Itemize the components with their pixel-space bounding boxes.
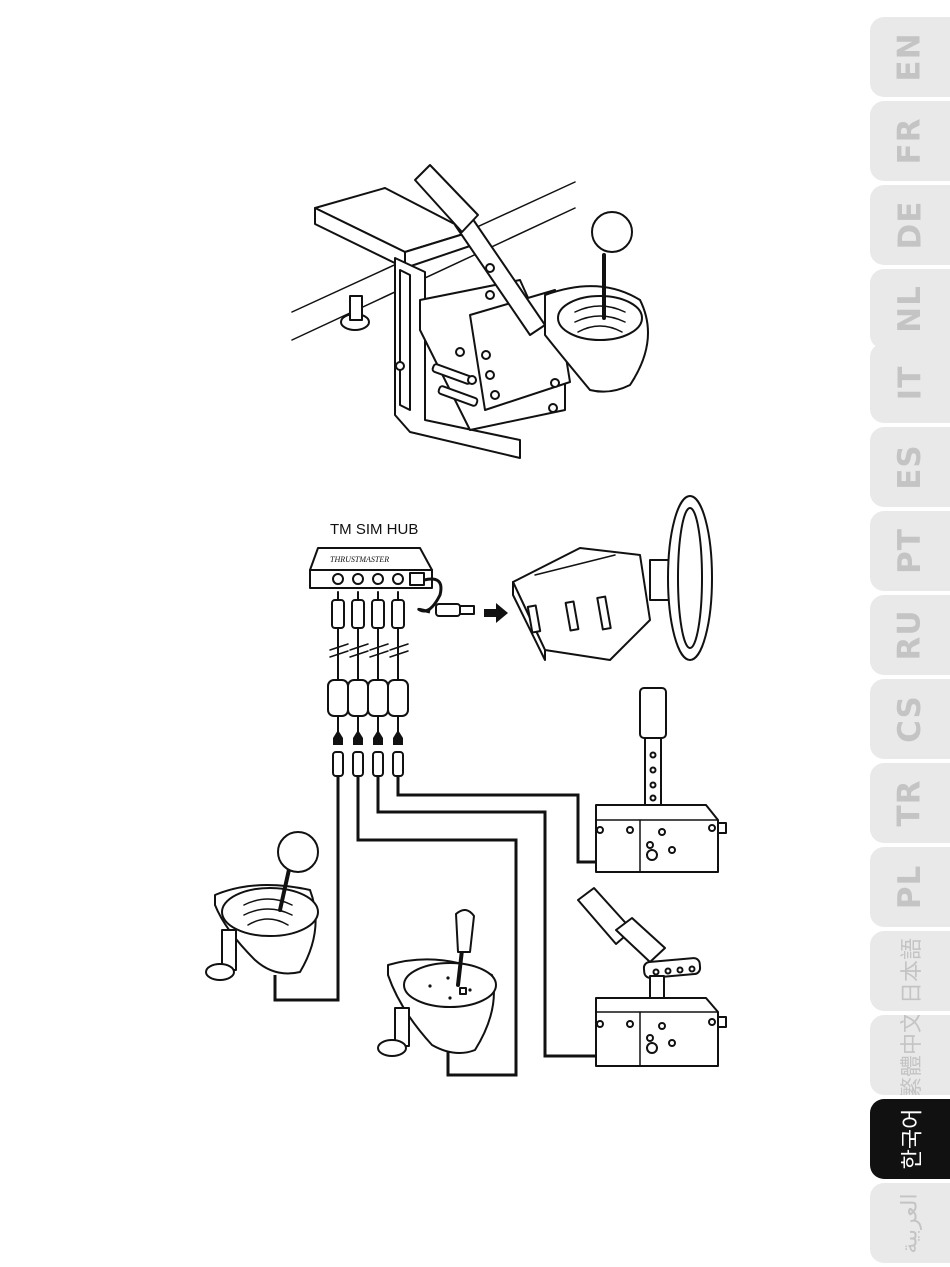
handbrake-upright-illustration (596, 688, 726, 872)
wheel-base-illustration (513, 496, 712, 660)
tab-label: 繁體中文 (894, 1015, 926, 1095)
tab-tr[interactable]: TR (870, 763, 950, 843)
connector-columns (328, 592, 408, 776)
tab-label: PL (892, 865, 928, 909)
tab-label: 日本語 (894, 938, 926, 1004)
clamp-mount-illustration (292, 165, 648, 458)
tab-label: DE (892, 201, 928, 250)
tab-label: NL (892, 285, 928, 333)
tab-fr[interactable]: FR (870, 101, 950, 181)
tab-label: FR (892, 117, 928, 164)
h-shifter-illustration (206, 832, 318, 980)
tab-label: PT (892, 528, 928, 574)
tab-ar[interactable]: العربية (870, 1183, 950, 1263)
sequential-shifter-illustration (378, 910, 496, 1056)
hub-label: TM SIM HUB (330, 521, 418, 538)
arrow-right-icon (484, 603, 508, 623)
tab-ja[interactable]: 日本語 (870, 931, 950, 1011)
language-tabs: EN FR DE NL IT ES PT RU CS TR PL 日本語 繁體中… (870, 0, 950, 1267)
tab-es[interactable]: ES (870, 427, 950, 507)
tab-en[interactable]: EN (870, 17, 950, 97)
hub-logo-text: THRUSTMASTER (330, 555, 389, 564)
tab-label: IT (892, 366, 928, 401)
handbrake-angled-illustration (578, 888, 726, 1066)
tab-ru[interactable]: RU (870, 595, 950, 675)
tab-label: العربية (898, 1193, 923, 1253)
tab-label: CS (892, 695, 928, 743)
tab-label: 한국어 (894, 1109, 926, 1170)
tab-ko[interactable]: 한국어 (870, 1099, 950, 1179)
tab-nl[interactable]: NL (870, 269, 950, 349)
tab-pl[interactable]: PL (870, 847, 950, 927)
tab-label: ES (892, 444, 928, 490)
tab-cs[interactable]: CS (870, 679, 950, 759)
tab-label: EN (892, 32, 928, 81)
tab-label: RU (892, 609, 928, 660)
tab-label: TR (892, 779, 928, 826)
illustrations: TM SIM HUB THRUSTMASTER (0, 0, 870, 1267)
tab-de[interactable]: DE (870, 185, 950, 265)
tab-pt[interactable]: PT (870, 511, 950, 591)
tab-zh-tw[interactable]: 繁體中文 (870, 1015, 950, 1095)
tab-it[interactable]: IT (870, 343, 950, 423)
